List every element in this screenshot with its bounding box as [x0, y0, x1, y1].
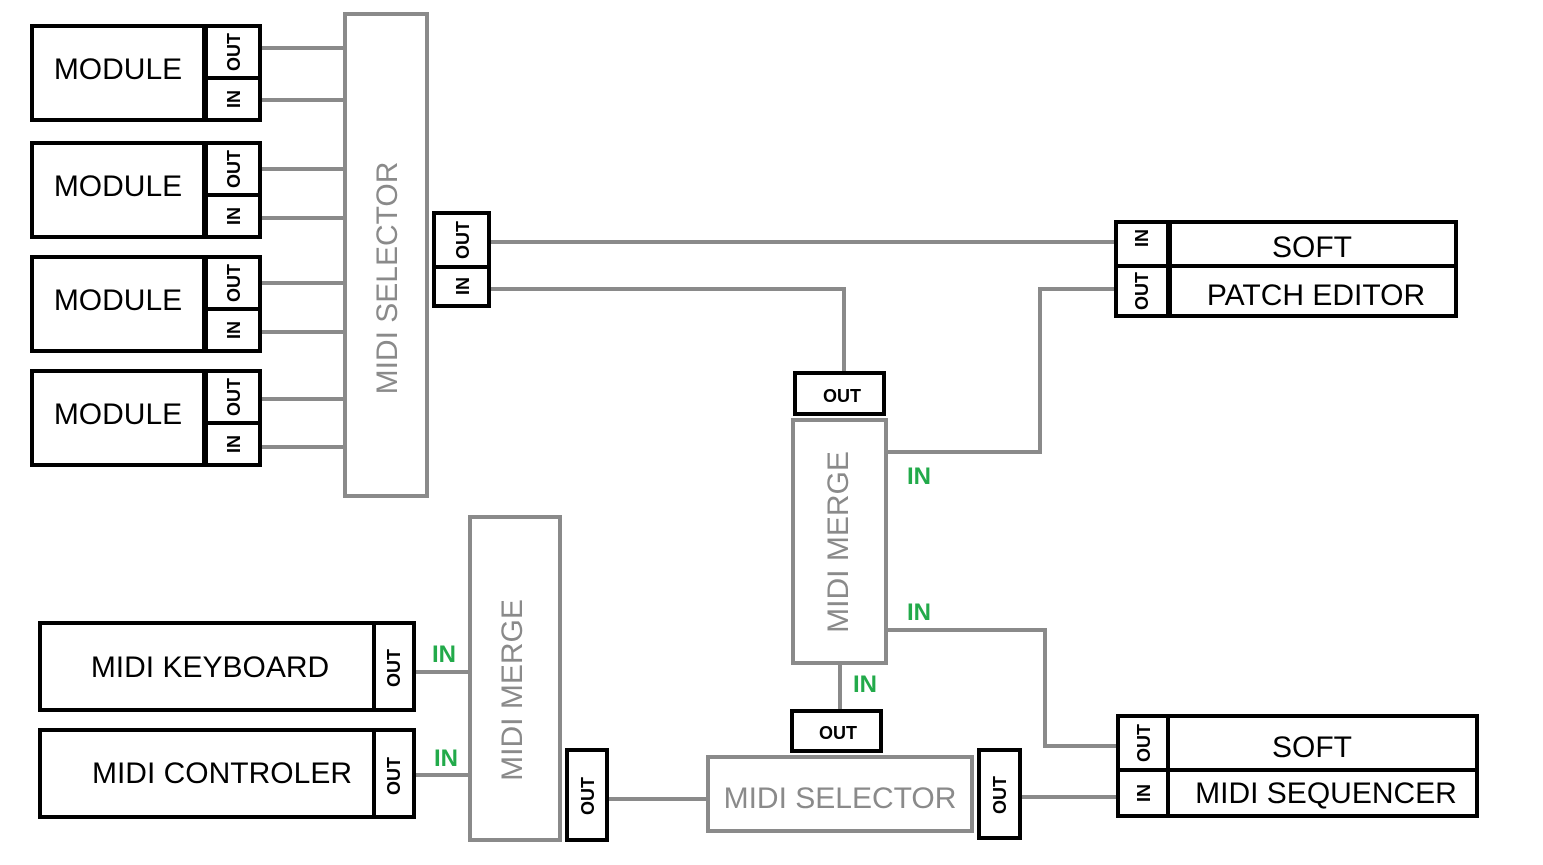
module-box[interactable]	[30, 369, 262, 467]
module-label: MODULE	[54, 170, 182, 203]
selector-out-right-port	[977, 748, 1022, 840]
module-3[interactable]: MODULE OUT IN	[30, 255, 262, 353]
midi-selector-bottom[interactable]: OUT MIDI SELECTOR OUT	[706, 709, 1022, 840]
in-label: IN	[434, 745, 458, 772]
midi-merge-left[interactable]: MIDI MERGE IN IN OUT	[432, 515, 609, 842]
port-out: OUT	[224, 264, 244, 302]
in-label: IN	[907, 463, 931, 490]
port-in: IN	[1132, 229, 1152, 247]
port-out: OUT	[224, 33, 244, 71]
port-out: OUT	[453, 221, 473, 259]
soft-patch-editor[interactable]: SOFT PATCH EDITOR IN OUT	[1114, 220, 1458, 318]
port-in: IN	[1134, 784, 1154, 802]
port-out: OUT	[1134, 724, 1154, 762]
module-box[interactable]	[30, 255, 262, 353]
keyboard-box[interactable]	[38, 621, 416, 712]
module-box[interactable]	[30, 141, 262, 239]
port-out: OUT	[1132, 272, 1152, 310]
port-in: IN	[453, 277, 473, 295]
wires	[262, 46, 1116, 801]
module-label: MODULE	[54, 398, 182, 431]
port-out: OUT	[990, 776, 1010, 814]
port-out: OUT	[578, 777, 598, 815]
module-1[interactable]: MODULE OUT IN	[30, 24, 262, 122]
port-in: IN	[224, 321, 244, 339]
merge-label: MIDI MERGE	[496, 599, 529, 781]
patch-editor-line2: PATCH EDITOR	[1207, 279, 1425, 312]
selector-label: MIDI SELECTOR	[724, 782, 957, 815]
selector-port-block	[432, 211, 491, 308]
port-in: IN	[224, 90, 244, 108]
port-out: OUT	[384, 757, 404, 795]
port-out: OUT	[224, 150, 244, 188]
selector-out-top-port	[790, 709, 883, 753]
in-label: IN	[432, 641, 456, 668]
port-out: OUT	[384, 649, 404, 687]
patch-editor-line1: SOFT	[1272, 231, 1352, 264]
selector-label: MIDI SELECTOR	[371, 162, 404, 395]
midi-keyboard[interactable]: MIDI KEYBOARD OUT	[38, 621, 416, 712]
module-2[interactable]: MODULE OUT IN	[30, 141, 262, 239]
port-in: IN	[224, 435, 244, 453]
sequencer-line1: SOFT	[1272, 731, 1352, 764]
module-4[interactable]: MODULE OUT IN	[30, 369, 262, 467]
merge-out-port	[793, 371, 886, 416]
merge-out-port	[565, 748, 609, 842]
soft-midi-sequencer[interactable]: SOFT MIDI SEQUENCER OUT IN	[1116, 714, 1479, 818]
midi-controler[interactable]: MIDI CONTROLER OUT	[38, 728, 416, 819]
sequencer-box[interactable]	[1116, 714, 1479, 818]
merge-label: MIDI MERGE	[822, 451, 855, 633]
midi-selector-top[interactable]: MIDI SELECTOR OUT IN	[343, 12, 491, 498]
merge-box[interactable]	[468, 515, 562, 842]
module-label: MODULE	[54, 284, 182, 317]
controler-box[interactable]	[38, 728, 416, 819]
selector-box[interactable]	[343, 12, 429, 498]
midi-merge-center[interactable]: OUT MIDI MERGE IN IN IN	[791, 371, 931, 698]
port-in: IN	[224, 207, 244, 225]
selector-box[interactable]	[706, 755, 974, 833]
merge-box[interactable]	[791, 418, 888, 665]
wire-patch-editor-to-merge	[888, 287, 1116, 454]
module-label: MODULE	[54, 53, 182, 86]
in-label: IN	[907, 599, 931, 626]
port-out: OUT	[224, 378, 244, 416]
wire-sequencer-to-merge	[886, 628, 1116, 748]
port-out: OUT	[823, 386, 861, 406]
wire-merge-to-selector	[490, 287, 846, 373]
port-out: OUT	[819, 723, 857, 743]
in-label: IN	[853, 671, 877, 698]
patch-editor-box[interactable]	[1114, 220, 1458, 318]
module-box[interactable]	[30, 24, 262, 122]
keyboard-label: MIDI KEYBOARD	[91, 651, 329, 684]
sequencer-line2: MIDI SEQUENCER	[1195, 777, 1457, 810]
controler-label: MIDI CONTROLER	[92, 757, 352, 790]
